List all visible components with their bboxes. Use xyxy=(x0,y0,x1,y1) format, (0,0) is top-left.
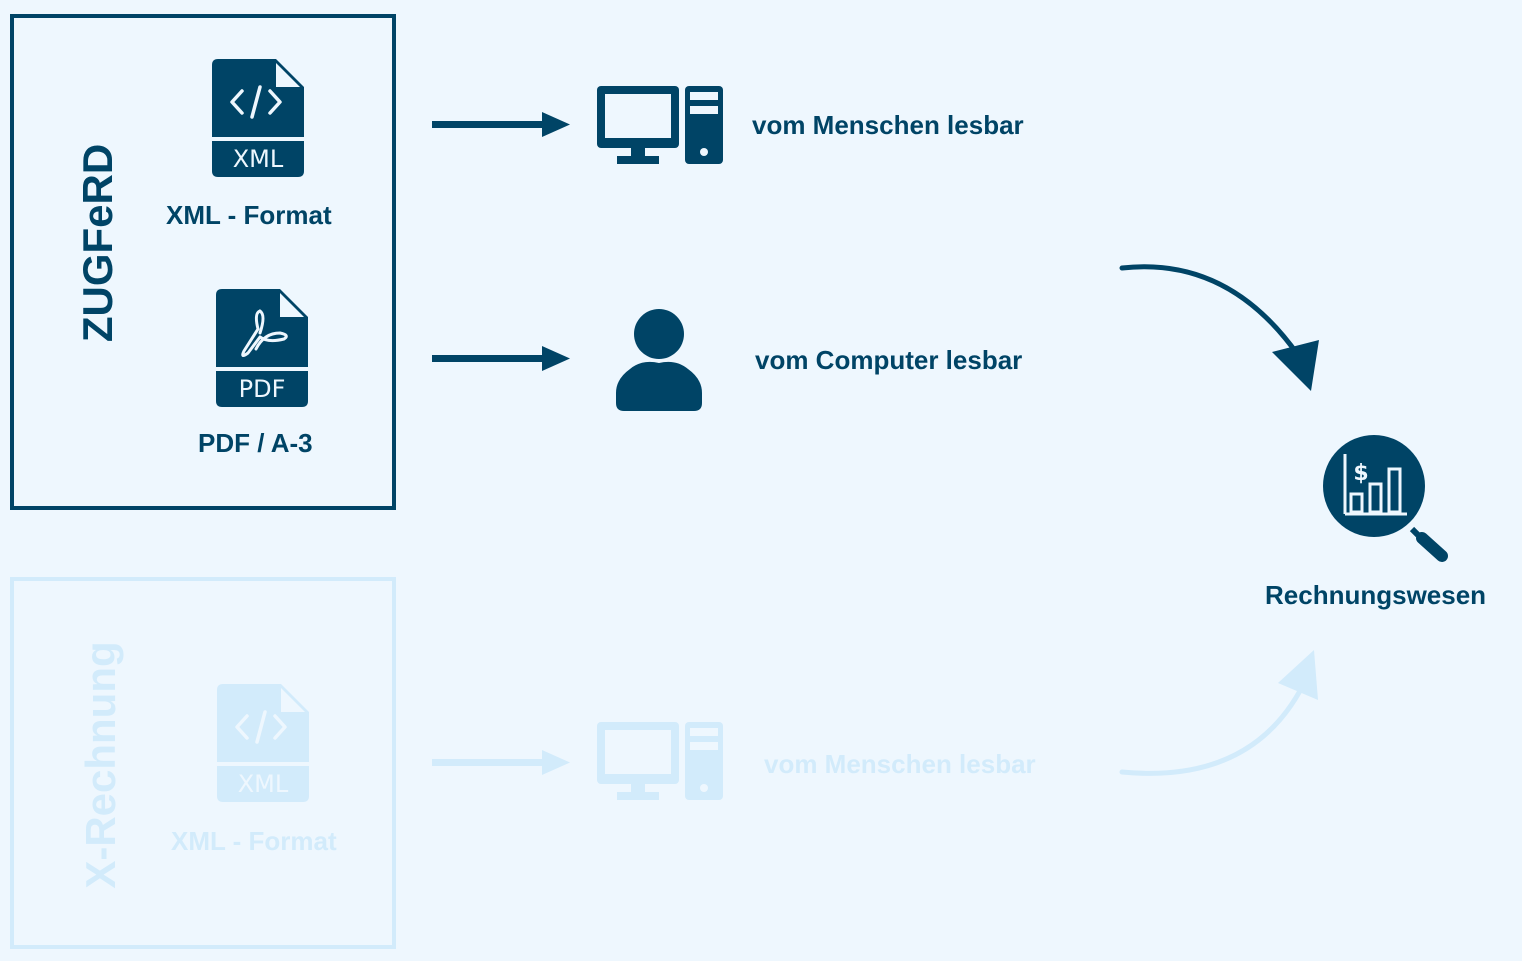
financial-analysis-icon: $ xyxy=(1323,435,1448,562)
user-icon xyxy=(616,309,702,411)
pdf-a3-caption: PDF / A-3 xyxy=(198,428,313,458)
arrow-right-icon xyxy=(432,346,570,371)
target-label: Rechnungswesen xyxy=(1265,580,1487,610)
svg-text:$: $ xyxy=(1353,461,1368,486)
xml-icon-label-faded: XML xyxy=(238,770,289,798)
curved-arrow-up-icon-faded xyxy=(1119,650,1318,776)
desktop-computer-icon-faded xyxy=(597,722,723,800)
pdf-file-icon: PDF xyxy=(216,289,308,407)
flow-label-human-readable: vom Menschen lesbar xyxy=(752,110,1024,140)
pdf-icon-label: PDF xyxy=(239,375,286,403)
arrow-right-icon xyxy=(432,112,570,137)
xrechnung-box xyxy=(10,577,396,949)
desktop-computer-icon xyxy=(597,86,723,164)
flow-label-computer-readable: vom Computer lesbar xyxy=(755,345,1023,375)
xrechnung-title: X-Rechnung xyxy=(77,641,124,889)
flow-label-human-readable-faded: vom Menschen lesbar xyxy=(764,749,1036,779)
xml-file-icon-faded: XML xyxy=(217,684,309,802)
xml-format-caption-faded: XML - Format xyxy=(171,826,337,856)
xml-format-caption: XML - Format xyxy=(166,200,332,230)
zugferd-box xyxy=(10,14,396,510)
xml-icon-label: XML xyxy=(233,145,284,173)
xml-file-icon: XML xyxy=(212,59,304,177)
arrow-right-icon-faded xyxy=(432,750,570,775)
zugferd-title: ZUGFeRD xyxy=(74,143,121,343)
curved-arrow-down-icon xyxy=(1119,264,1319,391)
